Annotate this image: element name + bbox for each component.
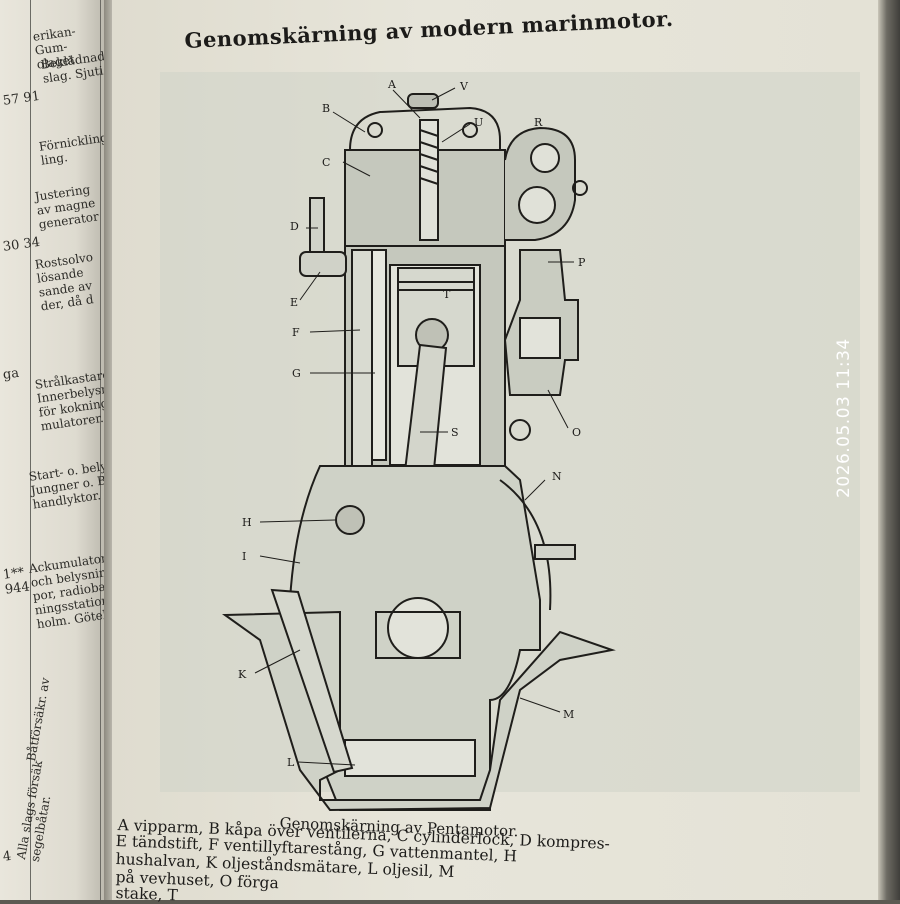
figure-label: A <box>387 78 397 91</box>
figure-label: M <box>563 708 574 721</box>
spring-coils <box>419 129 439 185</box>
bolt <box>462 122 478 138</box>
figure-label: N <box>552 470 562 483</box>
bolt <box>572 180 588 196</box>
water-jacket <box>371 249 387 461</box>
cap-v <box>407 93 439 109</box>
oil-pan <box>221 610 616 812</box>
figure-label: T <box>443 288 451 301</box>
camshaft <box>335 505 365 535</box>
figure-label: P <box>578 256 586 269</box>
oil-strainer <box>344 739 476 777</box>
figure-label: I <box>242 550 246 563</box>
figure-label: G <box>292 367 301 380</box>
figure-label: D <box>290 220 299 233</box>
figure-label: V <box>459 80 469 93</box>
figure-label: K <box>238 668 247 681</box>
pushrod-tube <box>351 249 373 486</box>
figure-label: L <box>287 756 295 769</box>
figure-label: H <box>242 516 252 529</box>
column-rule <box>30 0 31 900</box>
photo-timestamp: 2026.05.03 11:34 <box>834 338 854 498</box>
figure-label: O <box>572 426 581 439</box>
bolt <box>509 419 531 441</box>
figure-label: U <box>474 116 483 129</box>
manifold-port <box>518 186 556 224</box>
figure-label: S <box>451 426 459 439</box>
figure-label: R <box>534 116 543 129</box>
page-edge <box>878 0 900 900</box>
figure-label: F <box>292 326 300 339</box>
bearing-cap <box>375 611 461 659</box>
legend-line: stake, T <box>115 884 179 904</box>
float-chamber <box>519 317 561 359</box>
main-bearing <box>387 597 449 659</box>
figure-label: E <box>290 296 298 309</box>
magneto-handle <box>534 544 576 560</box>
figure-label: B <box>322 102 330 115</box>
dipstick <box>270 588 354 774</box>
compression-cock <box>309 197 325 253</box>
manifold-port <box>530 143 560 173</box>
bolt <box>367 122 383 138</box>
figure-label: C <box>322 156 330 169</box>
valve-cover <box>349 106 501 160</box>
left-page: erikan- Gum- olaget Beklädnads slag. Sju… <box>0 0 108 900</box>
spark-plug <box>299 251 347 277</box>
column-rule <box>100 0 101 900</box>
magneto-housing <box>499 479 552 611</box>
